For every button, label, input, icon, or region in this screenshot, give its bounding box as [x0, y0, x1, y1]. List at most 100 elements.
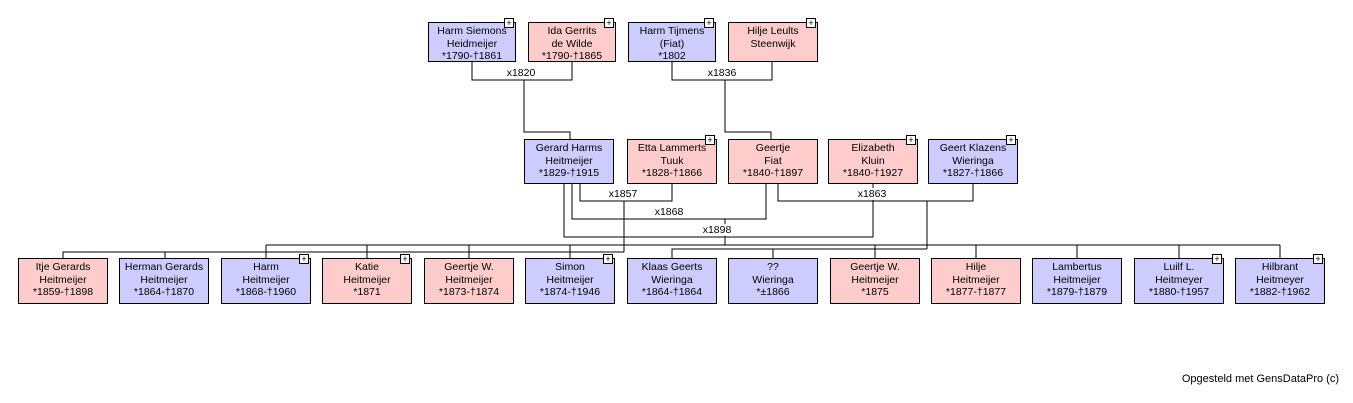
- name-line-2: Heitmeijer: [242, 273, 290, 286]
- person-box-luilf-l-heitmeyer[interactable]: Luilf L. Heitmeyer *1880-†1957 +: [1134, 254, 1224, 304]
- marriage-label-1868: x1868: [652, 206, 686, 218]
- name-line-1: Hilje: [965, 261, 987, 273]
- person-box-klaas-geerts-wieringa[interactable]: Klaas Geerts Wieringa *1864-†1864: [627, 258, 717, 304]
- dates-line: *1864-†1870: [133, 286, 195, 298]
- person-box-gerard-harms-heitmeijer[interactable]: Gerard Harms Heitmeijer *1829-†1915: [524, 139, 614, 184]
- name-line-1: Katie: [355, 261, 379, 273]
- marriage-line-1868: [571, 184, 767, 220]
- expand-icon[interactable]: +: [603, 254, 613, 264]
- name-line-2: Heitmeijer: [952, 273, 1000, 286]
- marriage-line-1898: [563, 184, 874, 238]
- dates-line: *1827-†1866: [942, 167, 1004, 179]
- name-line-1: Lambertus: [1052, 261, 1102, 273]
- dates-line: *±1866: [756, 286, 790, 298]
- name-line-2: Heitmeijer: [545, 154, 593, 167]
- marriage-line-1836: [671, 62, 773, 81]
- name-line-1: Geert Klazens: [939, 142, 1007, 154]
- person-box-harm-heitmeijer[interactable]: Harm Heitmeijer *1868-†1960 +: [221, 254, 311, 304]
- marriage-line-1857: [579, 184, 673, 202]
- dates-line: *1874-†1946: [539, 286, 601, 298]
- expand-icon[interactable]: +: [504, 18, 514, 28]
- name-line-1: Itje Gerards: [35, 261, 91, 273]
- dates-line: *1829-†1915: [538, 167, 600, 179]
- name-line-1: Elizabeth: [851, 142, 895, 154]
- person-box-hilje-heitmeijer[interactable]: Hilje Heitmeijer *1877-†1877: [931, 258, 1021, 304]
- dates-line: *1859-†1898: [32, 286, 94, 298]
- person-box-geertje-fiat[interactable]: Geertje Fiat *1840-†1897: [728, 139, 818, 184]
- person-box-ida-gerrits-de-wilde[interactable]: Ida Gerrits de Wilde *1790-†1865 +: [528, 18, 616, 62]
- dates-line: *1875: [861, 286, 889, 298]
- expand-icon[interactable]: +: [704, 18, 714, 28]
- marriage-label-1863: x1863: [855, 188, 889, 200]
- person-box-elizabeth-kluin[interactable]: Elizabeth Kluin *1840-†1927 +: [828, 135, 918, 184]
- name-line-2: Heitmeijer: [39, 273, 87, 286]
- name-line-2: Heidmeijer: [446, 37, 498, 50]
- name-line-1: Harm: [253, 261, 279, 273]
- sibling-line-1868: [265, 244, 1281, 258]
- dates-line: *1790-†1865: [541, 50, 603, 62]
- dates-line: *1790-†1861: [441, 50, 503, 62]
- dates-line: *1873-†1874: [438, 286, 500, 298]
- name-line-1: Hilbrant: [1261, 261, 1299, 273]
- name-line-2: Wieringa: [952, 154, 994, 167]
- person-box-simon-heitmeijer[interactable]: Simon Heitmeijer *1874-†1946 +: [525, 254, 615, 304]
- name-line-2: Heitmeyer: [1256, 273, 1304, 286]
- person-box-lambertus-heitmeijer[interactable]: Lambertus Heitmeijer *1879-†1879: [1032, 258, 1122, 304]
- expand-icon[interactable]: +: [604, 18, 614, 28]
- name-line-1: Luilf L.: [1163, 261, 1195, 273]
- name-line-1: Geertje W.: [850, 261, 900, 273]
- person-box-herman-gerards-heitmeijer[interactable]: Herman Gerards Heitmeijer *1864-†1870: [119, 258, 209, 304]
- person-box-geertje-w-heitmeijer-1875[interactable]: Geertje W. Heitmeijer *1875: [830, 258, 920, 304]
- marriage-line-1820: [471, 62, 573, 81]
- person-box-hilbrant-heitmeyer[interactable]: Hilbrant Heitmeyer *1882-†1962 +: [1235, 254, 1325, 304]
- name-line-2: Fiat: [764, 154, 782, 167]
- marriage-label-1898: x1898: [700, 224, 734, 236]
- marriage-line-1863: [777, 184, 974, 202]
- dates-line: *1882-†1962: [1249, 286, 1311, 298]
- name-line-2: Kluin: [861, 154, 885, 167]
- expand-icon[interactable]: +: [806, 18, 816, 28]
- person-box-harm-tijmens-fiat[interactable]: Harm Tijmens (Fiat) *1802 +: [628, 18, 716, 62]
- expand-icon[interactable]: +: [705, 135, 715, 145]
- person-box-katie-heitmeijer[interactable]: Katie Heitmeijer *1871 +: [322, 254, 412, 304]
- dates-line: *1871: [353, 286, 381, 298]
- marriage-label-1820: x1820: [504, 67, 538, 79]
- name-line-2: Heitmeyer: [1155, 273, 1203, 286]
- person-box-hilje-leults-steenwijk[interactable]: Hilje Leults Steenwijk +: [728, 18, 818, 62]
- expand-icon[interactable]: +: [299, 254, 309, 264]
- name-line-2: Heitmeijer: [445, 273, 493, 286]
- person-box-geert-klazens-wieringa[interactable]: Geert Klazens Wieringa *1827-†1866 +: [928, 135, 1018, 184]
- dates-line: *1840-†1927: [842, 167, 904, 179]
- descent-line-1820: [523, 80, 571, 139]
- dates-line: *1880-†1957: [1148, 286, 1210, 298]
- descent-line-1836: [724, 80, 772, 139]
- expand-icon[interactable]: +: [1212, 254, 1222, 264]
- person-box-harm-siemons-heidmeijer[interactable]: Harm Siemons Heidmeijer *1790-†1861 +: [428, 18, 516, 62]
- name-line-1: Harm Siemons: [437, 25, 507, 37]
- name-line-1: Etta Lammerts: [637, 142, 707, 154]
- name-line-1: Geertje W.: [444, 261, 494, 273]
- expand-icon[interactable]: +: [906, 135, 916, 145]
- person-box-geertje-w-heitmeijer-1873[interactable]: Geertje W. Heitmeijer *1873-†1874: [424, 258, 514, 304]
- marriage-label-1836: x1836: [705, 67, 739, 79]
- name-line-2: de Wilde: [551, 37, 593, 50]
- name-line-1: Herman Gerards: [124, 261, 204, 273]
- expand-icon[interactable]: +: [1313, 254, 1323, 264]
- name-line-2: Heitmeijer: [1053, 273, 1101, 286]
- dates-line: *1868-†1960: [235, 286, 297, 298]
- sibling-line-1857: [62, 251, 624, 258]
- name-line-2: (Fiat): [659, 37, 685, 50]
- person-box-itje-gerards-heitmeijer[interactable]: Itje Gerards Heitmeijer *1859-†1898: [18, 258, 108, 304]
- expand-icon[interactable]: +: [1006, 135, 1016, 145]
- name-line-2: Heitmeijer: [140, 273, 188, 286]
- name-line-1: Hilje Leults: [747, 25, 799, 37]
- person-box-unknown-wieringa[interactable]: ?? Wieringa *±1866: [728, 258, 818, 304]
- dates-line: *1802: [658, 50, 686, 62]
- name-line-2: Steenwijk: [750, 37, 796, 50]
- expand-icon[interactable]: +: [400, 254, 410, 264]
- name-line-1: Simon: [555, 261, 585, 273]
- dates-line: *1840-†1897: [742, 167, 804, 179]
- person-box-etta-lammerts-tuuk[interactable]: Etta Lammerts Tuuk *1828-†1866 +: [627, 135, 717, 184]
